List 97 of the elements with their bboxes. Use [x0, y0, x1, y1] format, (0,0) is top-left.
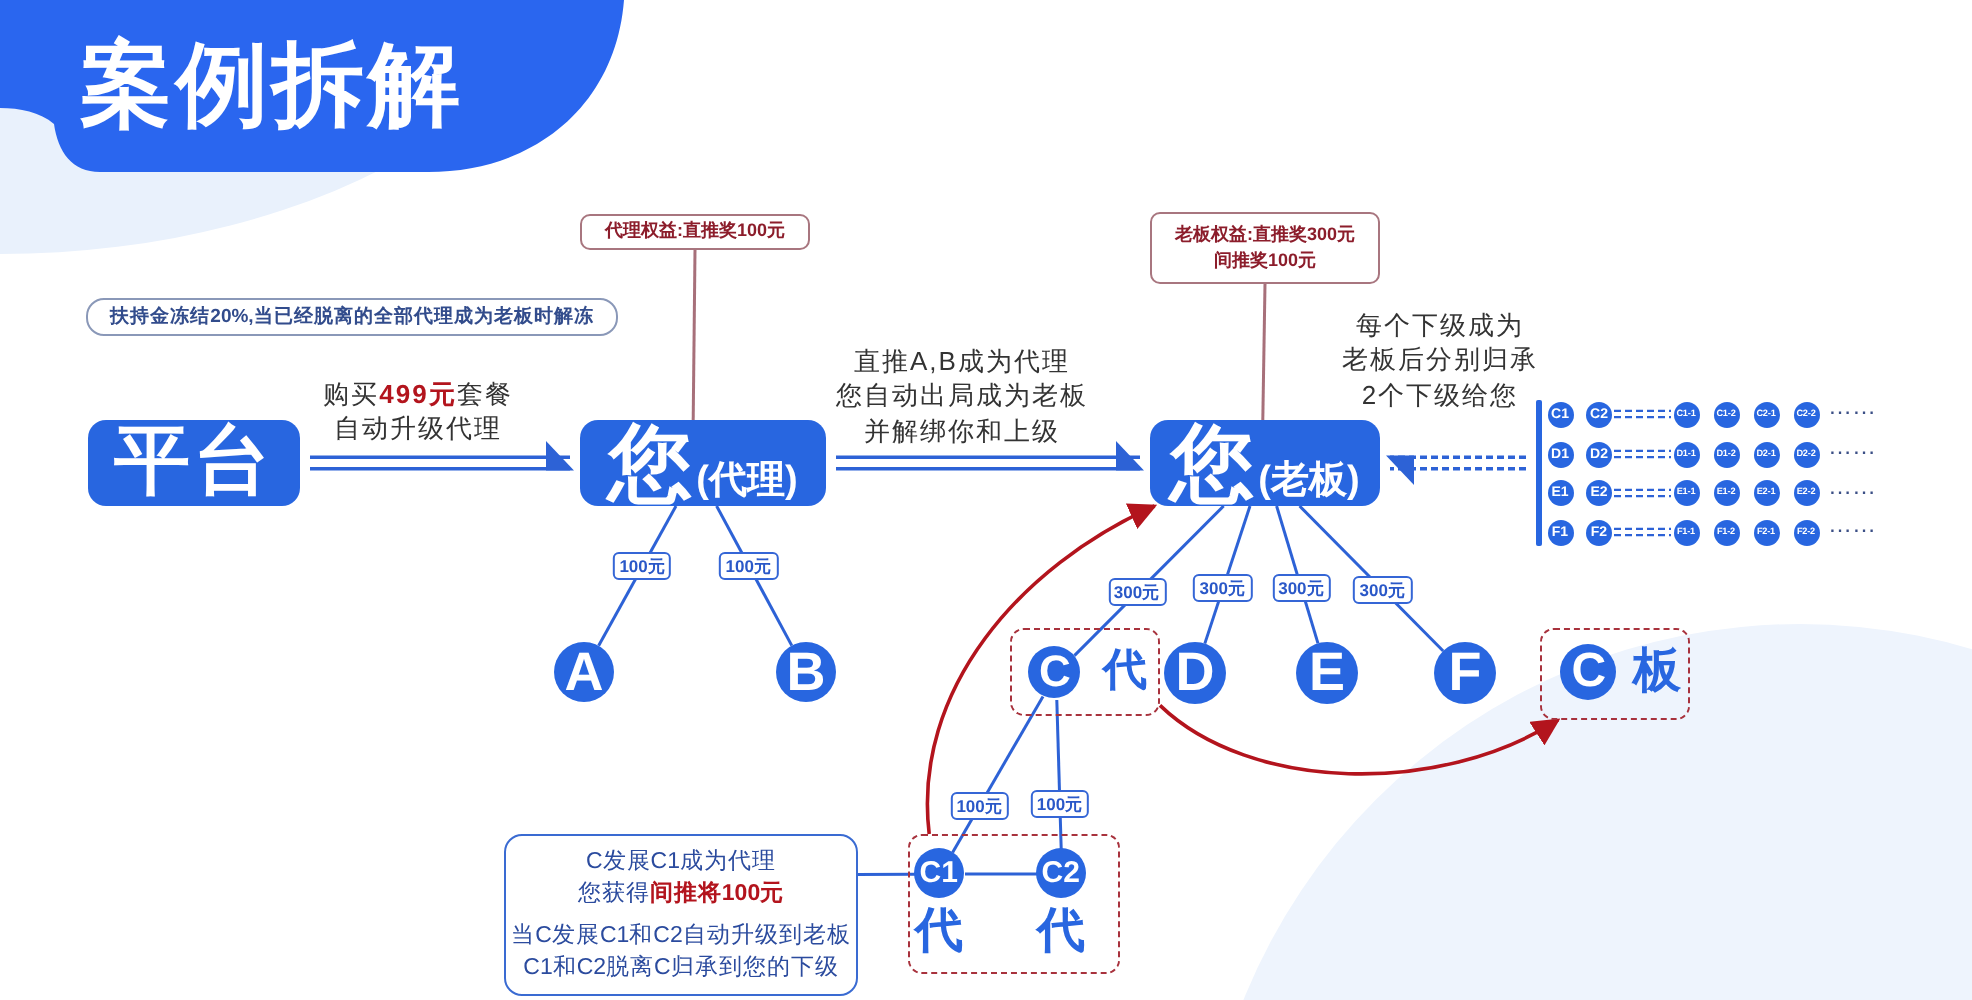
paragraph: C发展C1成为代理您获得间推将100元 [577, 847, 785, 910]
circle-node [1560, 644, 1617, 701]
dashed-double-arrow [1386, 455, 1526, 485]
node-letter: C [1038, 650, 1071, 695]
edge-label: 直推A,B成为代理您自动出局成为老板并解绑你和上级 [836, 342, 1088, 448]
dashed-connector [1614, 449, 1671, 459]
dashed-frame [1540, 628, 1690, 720]
circle-node [1586, 441, 1612, 467]
node-subtitle: (老板) [1258, 460, 1360, 502]
side-label: 板 [1632, 648, 1681, 697]
edge-label: 100元 [613, 552, 672, 580]
circle-node [1753, 519, 1779, 545]
note-box [86, 298, 618, 336]
circle-node [1547, 519, 1573, 545]
circle-node [1713, 519, 1739, 545]
circle-node [1793, 519, 1819, 545]
curved-arrow [925, 504, 1158, 835]
circle-node [1753, 441, 1779, 467]
ellipsis-text: …… [1828, 434, 1876, 458]
node-letter: C2 [1041, 857, 1080, 888]
circle-node [554, 642, 614, 702]
process-box [88, 420, 300, 506]
connector-line [965, 872, 1037, 876]
circle-node [1028, 646, 1081, 699]
edge-label: 购买499元套餐自动升级代理 [323, 376, 513, 446]
side-label: 代 [1036, 908, 1085, 957]
dashed-frame [1010, 628, 1160, 716]
node-letter: C [1571, 648, 1607, 697]
dashed-connector [1614, 488, 1671, 498]
edge-label: 300元 [1193, 574, 1252, 603]
note-text: 间推奖100元 [1213, 248, 1317, 274]
double-arrow [836, 441, 1144, 471]
circle-node [776, 642, 836, 702]
circle-node [1586, 401, 1612, 427]
node-letter: D [1175, 646, 1215, 700]
circle-node [1586, 519, 1612, 545]
edge-label: 300元 [1353, 576, 1412, 604]
process-box [580, 420, 826, 506]
edge-label: 300元 [1272, 574, 1331, 603]
connector-line [1261, 283, 1267, 421]
node-letter: A [564, 645, 604, 699]
circle-node [1673, 441, 1699, 467]
circle-node [1713, 401, 1739, 427]
circle-node [1547, 480, 1573, 506]
edge-label: 100元 [1030, 790, 1090, 819]
page-title: 案例拆解 [80, 30, 464, 140]
circle-node [1713, 441, 1739, 467]
curved-arrow [1158, 704, 1561, 776]
node-title: 您 [1170, 416, 1259, 510]
process-box [1150, 420, 1380, 506]
edge-label: 每个下级成为老板后分别归承2个下级给您 [1342, 306, 1538, 412]
node-title: 您 [608, 416, 697, 510]
ellipsis-text: …… [1828, 394, 1876, 418]
node-title: 平台 [114, 420, 274, 504]
circle-node [1586, 480, 1612, 506]
circle-node [1434, 642, 1496, 704]
connector-line [691, 250, 697, 420]
dashed-connector [1614, 527, 1671, 537]
side-label: 代 [1102, 648, 1147, 693]
circle-node [1753, 480, 1779, 506]
ellipsis-text: …… [1828, 512, 1876, 536]
node-subtitle: (代理) [696, 460, 798, 502]
edge-label: 100元 [950, 791, 1009, 820]
edge-label: 100元 [719, 552, 778, 580]
dashed-connector [1614, 409, 1671, 419]
callout-box [580, 214, 810, 250]
circle-node [1673, 401, 1699, 427]
circle-node [1793, 480, 1819, 506]
circle-node [913, 847, 964, 898]
circle-node [1035, 847, 1086, 898]
circle-node [1547, 401, 1573, 427]
circle-node [1164, 642, 1226, 704]
info-panel [504, 834, 858, 996]
note-text: 老板权益:直推奖300元 [1174, 221, 1355, 248]
node-letter: C1 [919, 857, 958, 888]
circle-node [1673, 480, 1699, 506]
connector-line [858, 872, 915, 877]
circle-node [1793, 441, 1819, 467]
paragraph: 当C发展C1和C2自动升级到老板C1和C2脱离C归承到您的下级 [511, 921, 851, 985]
circle-node [1547, 441, 1573, 467]
dashed-frame [908, 834, 1120, 974]
circle-node [1753, 401, 1779, 427]
callout-box [1150, 212, 1380, 284]
double-arrow [310, 441, 574, 471]
circle-node [1713, 480, 1739, 506]
note-text: 代理权益:直推奖100元 [604, 218, 785, 245]
note-text: 扶持金冻结20%,当已经脱离的全部代理成为老板时解冻 [110, 304, 594, 330]
ellipsis-text: …… [1828, 473, 1876, 497]
node-letter: B [786, 645, 826, 699]
node-letter: F [1448, 646, 1482, 700]
node-letter: E [1308, 646, 1345, 700]
edge-label: 300元 [1107, 578, 1167, 607]
side-label: 代 [914, 908, 963, 957]
vertical-bar [1536, 400, 1542, 546]
circle-node [1673, 519, 1699, 545]
circle-node [1296, 642, 1358, 704]
circle-node [1793, 401, 1819, 427]
